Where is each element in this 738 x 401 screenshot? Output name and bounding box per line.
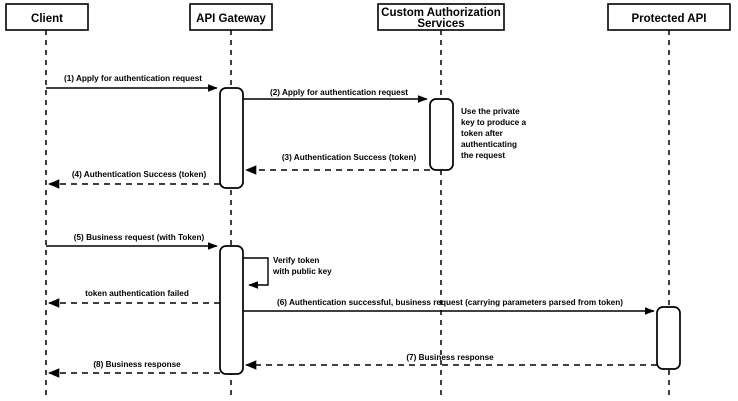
participant-client[interactable]: Client: [5, 3, 89, 31]
participant-protected-api[interactable]: Protected API: [607, 3, 731, 31]
participant-box-protected-api[interactable]: [607, 3, 731, 31]
message-6[interactable]: (6) Authentication successful, business …: [243, 298, 655, 315]
participant-box-custom-authorization-services[interactable]: [377, 3, 505, 31]
message-label-7: (7) Business response: [406, 353, 494, 362]
message-label-self-verify-token-line2: with public key: [272, 267, 332, 276]
activation-bar-custom-authorization-services: [429, 98, 454, 171]
message-5[interactable]: (5) Business request (with Token): [46, 233, 218, 250]
message-4[interactable]: (4) Authentication Success (token): [48, 170, 220, 189]
note-private-key-line1: Use the private: [461, 107, 520, 116]
participant-box-client[interactable]: [5, 3, 89, 31]
message-label-1: (1) Apply for authentication request: [64, 74, 202, 83]
message-label-token-authentication-failed: token authentication failed: [85, 289, 189, 298]
note-private-key-line2: key to produce a: [461, 118, 527, 127]
message-3[interactable]: (3) Authentication Success (token): [245, 153, 430, 175]
participant-label-protected-api: Protected API: [632, 13, 707, 25]
message-self-verify-token[interactable]: Verify token with public key: [243, 256, 332, 289]
message-label-4: (4) Authentication Success (token): [72, 170, 207, 179]
note-private-key-line3: token after: [461, 129, 504, 138]
participant-label-client: Client: [31, 13, 63, 25]
message-label-3: (3) Authentication Success (token): [282, 153, 417, 162]
message-label-2: (2) Apply for authentication request: [270, 88, 408, 97]
message-label-6: (6) Authentication successful, business …: [277, 298, 623, 307]
lifelines-group: [45, 30, 670, 397]
note-private-key-line5: the request: [461, 151, 505, 160]
participant-box-api-gateway[interactable]: [189, 3, 273, 31]
message-label-5: (5) Business request (with Token): [74, 233, 205, 242]
note-private-key: Use the private key to produce a token a…: [461, 107, 527, 160]
activation-bar-protected-api: [656, 306, 681, 370]
message-arrow-self-verify-token[interactable]: [243, 257, 269, 289]
message-7[interactable]: (7) Business response: [245, 353, 657, 370]
message-8[interactable]: (8) Business response: [48, 360, 220, 378]
message-token-authentication-failed[interactable]: token authentication failed: [48, 289, 220, 308]
participant-label-api-gateway: API Gateway: [196, 13, 266, 25]
note-private-key-line4: authenticating: [461, 140, 517, 149]
activation-bar-api-gateway-auth: [219, 87, 244, 189]
activation-bars-group: [219, 87, 681, 375]
activation-bar-api-gateway-business: [219, 245, 244, 375]
message-label-8: (8) Business response: [93, 360, 181, 369]
participant-api-gateway[interactable]: API Gateway: [189, 3, 273, 31]
participant-label-custom-authorization-services-line1: Custom Authorization: [381, 7, 501, 19]
participant-custom-authorization-services[interactable]: Custom Authorization Services: [377, 3, 505, 31]
message-label-self-verify-token-line1: Verify token: [273, 256, 319, 265]
participant-label-custom-authorization-services-line2: Services: [417, 18, 464, 30]
message-1[interactable]: (1) Apply for authentication request: [46, 74, 218, 92]
message-2[interactable]: (2) Apply for authentication request: [243, 88, 428, 103]
